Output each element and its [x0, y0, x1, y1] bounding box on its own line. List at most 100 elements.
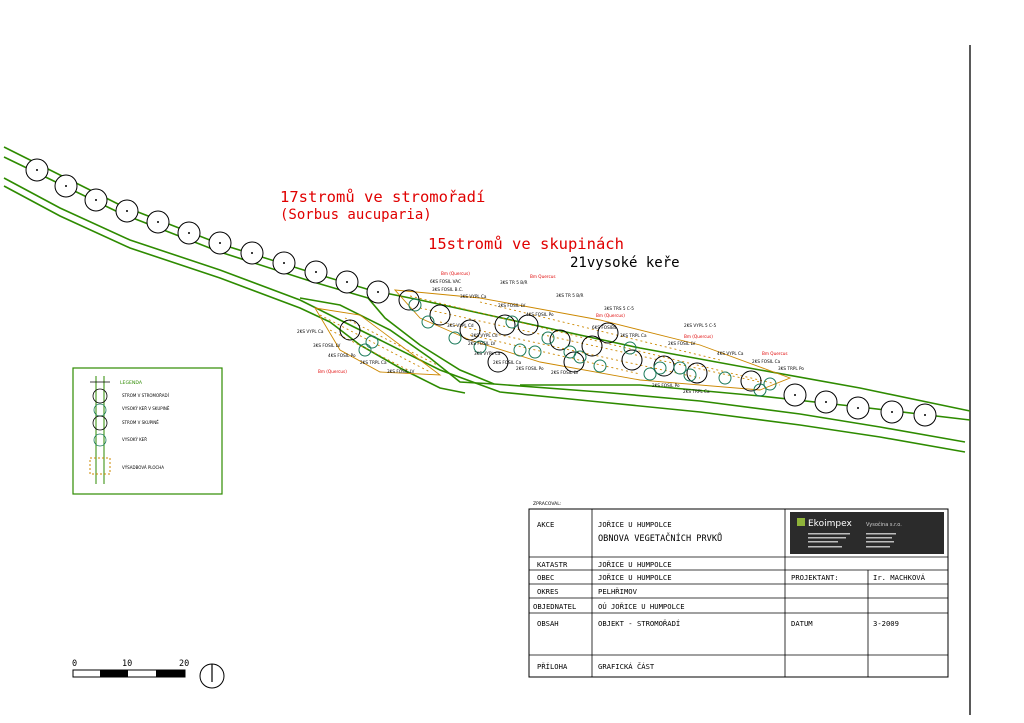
plant-label-red: Bm (Quercus) [596, 313, 625, 318]
shrub [753, 383, 767, 397]
annotation-street-trees: 17stromů ve stromořadí [280, 188, 485, 206]
shrub [541, 331, 555, 345]
legend-item: VÝSADBOVÁ PLOCHA [122, 465, 164, 470]
shrub [513, 343, 527, 357]
planting-beds [314, 289, 792, 391]
plant-label: 6KS FOSIL VAC [430, 279, 461, 284]
okres-label: OKRES [537, 587, 559, 596]
legend-frame [72, 367, 223, 495]
plant-labels-red: Bm (Quercus) Bm Quercus Bm (Quercus) Bm … [318, 271, 788, 374]
plant-label: 3KS TRS 5 C-5 [604, 306, 634, 311]
group-tree [686, 362, 708, 384]
group-tree [740, 370, 762, 392]
plant-label: 4KS FOSIL Po [526, 312, 554, 317]
investor-value: OÚ JOŘICE U HUMPOLCE [598, 602, 685, 611]
shrub [473, 340, 487, 354]
plant-label: 2KS FOSIL LV [668, 341, 696, 346]
plant-label: 3KS TR 5 B/R [556, 293, 583, 298]
legend-bed-symbol [89, 457, 111, 475]
akce-label: AKCE [537, 520, 554, 529]
group-tree [487, 351, 509, 373]
legend-tree-symbol [92, 388, 108, 404]
investor-label: OBJEDNATEL [533, 602, 576, 611]
plant-label: 2KS TRPL Ca [683, 389, 710, 394]
akce-value-2: OBNOVA VEGETAČNÍCH PRVKŮ [598, 532, 722, 544]
shrub [448, 331, 462, 345]
group-tree [429, 304, 451, 326]
scale-tick-0: 0 [72, 659, 77, 669]
plant-label: 3KS VYPL Ca [474, 351, 501, 356]
okres-value: PELHŘIMOV [598, 587, 638, 596]
priloha-value: GRAFICKÁ ČÁST [598, 662, 655, 671]
legend-group-tree-symbol [92, 415, 108, 431]
plant-label: 2KS FOSIL Ca [493, 360, 522, 365]
plant-label-red: Bm (Quercus) [318, 369, 347, 374]
plant-label: 3KS FOSIL LV [387, 369, 415, 374]
shrub [505, 315, 519, 329]
legend-item: VYSOKÝ KEŘ [122, 437, 147, 442]
group-tree [581, 335, 603, 357]
plant-label: 3KS VYPL Ca [460, 294, 487, 299]
priloha-label: PŘÍLOHA [537, 662, 568, 671]
shrub [408, 298, 422, 312]
group-tree [597, 322, 619, 344]
projektant-value: Ir. MACHKOVÁ [873, 573, 926, 582]
group-tree [517, 314, 539, 336]
plant-label: 2KS FOSIL LV [551, 370, 579, 375]
annotation-species: (Sorbus aucuparia) [280, 207, 432, 223]
plant-label: 4KS VYPL Ca [717, 351, 744, 356]
shrub [718, 371, 732, 385]
group-trees [339, 289, 762, 392]
plant-label: 2KS FOSIL Ca [752, 359, 781, 364]
company-logo-mark [797, 518, 805, 526]
legend-item: STROM V STROMOŘADÍ [122, 393, 170, 398]
shrub [643, 367, 657, 381]
shrub [421, 315, 435, 329]
title-block: ZPRACOVAL: Ekoimpex Vysočina s.r.o. AKCE… [528, 501, 949, 678]
plant-label: 3KS TRPL Ca [620, 333, 647, 338]
projektant-label: PROJEKTANT: [791, 573, 839, 582]
plant-label-red: Bm (Quercus) [441, 271, 470, 276]
shrub [528, 345, 542, 359]
scale-tick-10: 10 [122, 659, 132, 669]
obec-value: JOŘICE U HUMPOLCE [598, 573, 672, 582]
legend: LEGENDA STROM V STROMOŘADÍ VYSOKÝ KEŘ V … [72, 367, 223, 495]
main-annotations: 17stromů ve stromořadí (Sorbus aucuparia… [280, 188, 680, 271]
plant-label-red: Bm (Quercus) [684, 334, 713, 339]
plant-label: 3KS TRPL Po [778, 366, 804, 371]
shrub [573, 350, 587, 364]
plant-label: 2KS FOSIL Po [652, 383, 680, 388]
katastr-value: JOŘICE U HUMPOLCE [598, 560, 672, 569]
company-suffix: Vysočina s.r.o. [866, 521, 902, 528]
obsah-value: OBJEKT - STROMOŘADÍ [598, 619, 680, 628]
datum-label: DATUM [791, 619, 813, 628]
group-tree [549, 329, 571, 351]
plant-label: 6KS FOSIBS [592, 325, 617, 330]
title-block-header: ZPRACOVAL: [533, 501, 561, 507]
group-tree [459, 319, 481, 341]
datum-value: 3-2009 [873, 619, 899, 628]
shrub [673, 361, 687, 375]
legend-item: VYSOKÝ KEŘ V SKUPINĚ [122, 406, 170, 411]
shrub [623, 341, 637, 355]
plant-label: 2KS FOSIL Po [516, 366, 544, 371]
plant-label: 2KS FOSIL LV [498, 303, 526, 308]
scale-tick-20: 20 [179, 659, 189, 669]
obec-label: OBEC [537, 573, 554, 582]
company-name: Ekoimpex [808, 519, 852, 529]
plant-label: 2KS FOSIL LV [468, 341, 496, 346]
plant-label: 3KS VYPL Cd [471, 333, 498, 338]
shrub [763, 377, 777, 391]
katastr-label: KATASTR [537, 560, 568, 569]
plant-label: 3KS TR 5 B/R [500, 280, 527, 285]
plant-label: 2KS TRPL Ca [360, 360, 387, 365]
plant-labels: 6KS FOSIL VAC 3KS FOSIL B.C. 3KS VYPL Ca… [297, 279, 804, 394]
plant-label: 3KS FOSIL LV [313, 343, 341, 348]
akce-value-1: JOŘICE U HUMPOLCE [598, 520, 672, 529]
legend-title: LEGENDA [120, 380, 143, 386]
plant-label: 2KS VYPL Ca [297, 329, 324, 334]
annotation-group-trees: 15stromů ve skupinách [428, 235, 624, 253]
plant-label: 3KS VYPL Cd [447, 323, 474, 328]
group-tree [494, 314, 516, 336]
